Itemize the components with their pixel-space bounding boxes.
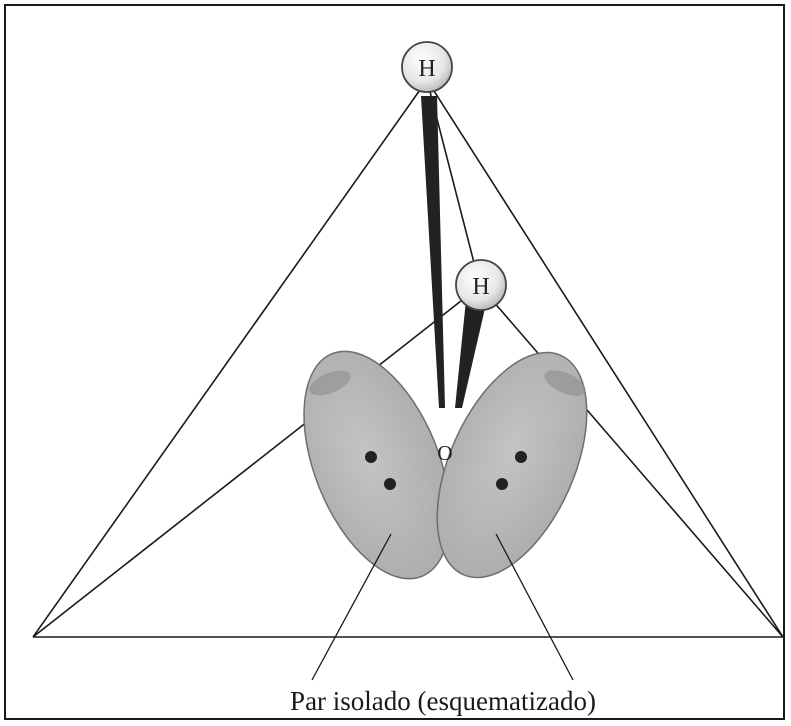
tetra-edge-front-right — [479, 285, 784, 638]
lone-pair-right — [436, 351, 588, 579]
bond-wedge-front — [455, 300, 486, 408]
tetra-edge-top-left — [32, 79, 428, 638]
electron-dot — [515, 451, 527, 463]
leader-line-left — [311, 533, 392, 681]
tetrahedron — [32, 79, 784, 638]
tetra-edge-top-right — [426, 79, 784, 638]
figure-frame — [4, 4, 785, 720]
electron-dot — [496, 478, 508, 490]
lobe-cap-right — [544, 370, 586, 396]
oxygen-label: O — [437, 441, 452, 465]
hydrogen-atom-front: H — [455, 259, 507, 311]
lone-pair-lobe-right — [436, 351, 588, 579]
bond-wedge-top — [421, 96, 445, 408]
electron-dot — [365, 451, 377, 463]
lone-pair-left — [303, 350, 451, 580]
hydrogen-label-front: H — [472, 274, 489, 300]
lone-pair-caption: Par isolado (esquematizado) — [290, 686, 596, 716]
hydrogen-atom-top: H — [401, 41, 453, 93]
lone-pair-lobe-left — [303, 350, 451, 580]
caption-leaders — [311, 533, 574, 681]
tetra-edge-front-left — [32, 285, 481, 638]
lobe-cap-left — [309, 370, 351, 396]
hydrogen-label-top: H — [418, 56, 435, 82]
leader-line-right — [495, 533, 574, 681]
electron-dot — [384, 478, 396, 490]
